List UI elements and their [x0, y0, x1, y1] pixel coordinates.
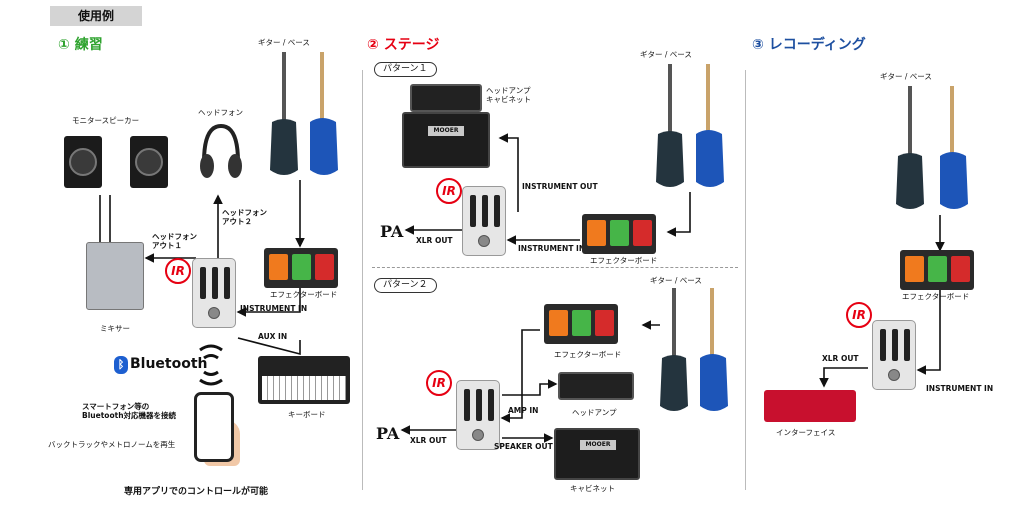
- label-effects-board-recording: エフェクターボード: [902, 292, 970, 301]
- label-guitar-bass-recording: ギター / ベース: [880, 72, 932, 81]
- line-keyboard-aux: [237, 337, 301, 356]
- smartphone-image: [194, 392, 234, 462]
- label-amp-cab: ヘッドアンプ キャビネット: [486, 86, 531, 104]
- label-effects-board-stage2: エフェクターボード: [554, 350, 622, 359]
- line-xlr-out-rec: [819, 367, 868, 388]
- note-backtrack: バックトラックやメトロノームを再生: [48, 440, 176, 449]
- label-phones-out1: ヘッドフォン アウト１: [152, 232, 197, 250]
- mixer-image: [86, 242, 144, 310]
- label-instrument-in-stage1: INSTRUMENT IN: [518, 244, 586, 253]
- effects-board-stage2: [544, 304, 618, 344]
- effects-board-stage1: [582, 214, 656, 254]
- keyboard-image: [258, 356, 350, 404]
- head-amp-image-1: [410, 84, 482, 112]
- pattern-divider: [372, 267, 738, 268]
- guitar-bass-image-recording: [896, 86, 968, 209]
- note-smartphone: スマートフォン等の Bluetooth対応機器を接続: [82, 402, 177, 420]
- guitar-bass-image-stage1: [656, 64, 724, 187]
- effects-board-practice: [264, 248, 338, 288]
- label-guitar-bass-stage2: ギター / ベース: [650, 276, 702, 285]
- label-guitar-bass-practice: ギター / ベース: [258, 38, 310, 47]
- label-phones-out2: ヘッドフォン アウト２: [222, 208, 267, 226]
- ir-badge-stage1: IR: [436, 178, 462, 204]
- label-guitar-bass-stage1: ギター / ベース: [640, 50, 692, 59]
- pattern1-label: パターン１: [374, 62, 437, 77]
- line-amp-in: [502, 379, 558, 396]
- label-xlr-out-stage1: XLR OUT: [416, 236, 453, 245]
- section-divider-2: [745, 70, 746, 490]
- label-cabinet: キャビネット: [570, 484, 615, 493]
- guitar-bass-image-practice: [270, 52, 338, 175]
- headphones-image: [200, 123, 242, 178]
- usage-tag: 使用例: [50, 6, 142, 26]
- effects-board-recording: [900, 250, 974, 290]
- label-xlr-out-recording: XLR OUT: [822, 354, 859, 363]
- section-stage-title: ② ステージ: [367, 37, 440, 53]
- label-xlr-out-stage2: XLR OUT: [410, 436, 447, 445]
- device-unit-practice: [192, 258, 236, 328]
- label-aux-in: AUX IN: [258, 332, 288, 341]
- label-effects-board-stage1: エフェクターボード: [590, 256, 658, 265]
- section-practice-title: ① 練習: [58, 37, 103, 53]
- label-monitor-speaker: モニタースピーカー: [72, 116, 140, 125]
- label-interface: インターフェイス: [776, 428, 836, 437]
- section-divider-1: [362, 70, 363, 490]
- cabinet-image-2: MOOER: [554, 428, 640, 480]
- cabinet-image-1: MOOER: [402, 112, 490, 168]
- device-unit-stage1: [462, 186, 506, 256]
- head-amp-image-2: [558, 372, 634, 400]
- monitor-speaker-right: [130, 136, 168, 188]
- label-keyboard: キーボード: [288, 410, 326, 419]
- label-instrument-out: INSTRUMENT OUT: [522, 182, 598, 191]
- guitar-bass-image-stage2: [660, 288, 728, 411]
- ir-badge-stage2: IR: [426, 370, 452, 396]
- label-instrument-in-recording: INSTRUMENT IN: [926, 384, 994, 393]
- ir-badge-recording: IR: [846, 302, 872, 328]
- line-board-instrument-in: [236, 288, 301, 317]
- audio-interface-image: [764, 390, 856, 422]
- bluetooth-icon: ᛒ: [114, 356, 128, 374]
- pa-label-2: PA: [376, 424, 400, 443]
- device-unit-recording: [872, 320, 916, 390]
- label-instrument-in-practice: INSTRUMENT IN: [240, 304, 308, 313]
- line-instrument-out: [498, 133, 519, 212]
- pa-label-1: PA: [380, 222, 404, 241]
- label-head-amp: ヘッドアンプ: [572, 408, 617, 417]
- line-board-device-rec: [916, 290, 941, 375]
- line-board-device-2: [500, 329, 540, 423]
- device-unit-stage2: [456, 380, 500, 450]
- note-app-control: 専用アプリでのコントロールが可能: [124, 487, 269, 497]
- pattern2-label: パターン２: [374, 278, 437, 293]
- label-speaker-out: SPEAKER OUT: [494, 442, 553, 451]
- label-mixer: ミキサー: [100, 324, 130, 333]
- label-effects-board-practice: エフェクターボード: [270, 290, 338, 299]
- monitor-speaker-left: [64, 136, 102, 188]
- label-amp-in: AMP IN: [508, 406, 539, 415]
- bluetooth-label: Bluetooth: [130, 356, 208, 372]
- section-recording-title: ③ レコーディング: [752, 37, 866, 53]
- label-headphones: ヘッドフォン: [198, 108, 243, 117]
- ir-badge-practice: IR: [165, 258, 191, 284]
- wireless-signal-icon: [199, 344, 223, 386]
- line-guitar-board-1: [666, 192, 691, 237]
